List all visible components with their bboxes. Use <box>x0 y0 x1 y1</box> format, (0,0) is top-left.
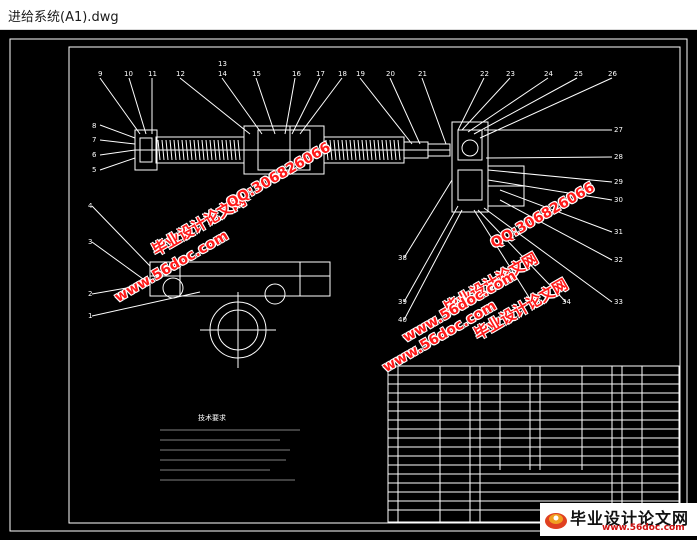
callout-2: 2 <box>88 290 92 298</box>
callout-30: 30 <box>614 196 623 204</box>
callout-7: 7 <box>92 136 96 144</box>
site-logo: 毕业设计论文网 www.56doc.com <box>540 503 697 536</box>
callout-22: 22 <box>480 70 489 78</box>
callout-16: 16 <box>292 70 301 78</box>
technical-requirements-lines <box>160 429 300 481</box>
callout-10: 10 <box>124 70 133 78</box>
ball-screw-assembly <box>134 125 451 175</box>
callout-9: 9 <box>98 70 102 78</box>
title-bar: 进给系统(A1).dwg <box>0 0 697 30</box>
callout-5: 5 <box>92 166 96 174</box>
callout-40: 40 <box>398 316 407 324</box>
callout-3: 3 <box>88 238 92 246</box>
callout-38: 38 <box>398 254 407 262</box>
callout-19: 19 <box>356 70 365 78</box>
leader-lines <box>91 77 613 321</box>
callout-13: 13 <box>218 60 227 68</box>
callout-32: 32 <box>614 256 623 264</box>
callout-24: 24 <box>544 70 553 78</box>
logo-mark-icon <box>545 513 567 529</box>
callout-29: 29 <box>614 178 623 186</box>
technical-requirements-title: 技术要求 <box>198 413 226 422</box>
callout-33: 33 <box>614 298 623 306</box>
callout-39: 39 <box>398 298 407 306</box>
callout-8: 8 <box>92 122 96 130</box>
cad-drawing-canvas[interactable]: 技术要求 8 7 6 5 9 10 11 12 13 14 15 16 17 1… <box>0 30 697 536</box>
callout-11: 11 <box>148 70 157 78</box>
callout-18: 18 <box>338 70 347 78</box>
callout-17: 17 <box>316 70 325 78</box>
callout-25: 25 <box>574 70 583 78</box>
callout-35: 35 <box>528 298 537 306</box>
callout-6: 6 <box>92 151 97 159</box>
motor-assembly <box>451 121 525 213</box>
callout-21: 21 <box>418 70 427 78</box>
callout-12: 12 <box>176 70 185 78</box>
callout-15: 15 <box>252 70 261 78</box>
window-title: 进给系统(A1).dwg <box>8 10 119 25</box>
callout-31: 31 <box>614 228 623 236</box>
cad-drawing: 技术要求 8 7 6 5 9 10 11 12 13 14 15 16 17 1… <box>9 38 688 532</box>
callout-20: 20 <box>386 70 395 78</box>
drawing-frame-outer <box>9 38 688 532</box>
callout-34: 34 <box>562 298 571 306</box>
logo-name: 毕业设计论文网 <box>570 509 690 528</box>
callout-26: 26 <box>608 70 617 78</box>
callout-27: 27 <box>614 126 623 134</box>
callout-4: 4 <box>88 202 93 210</box>
callout-labels: 8 7 6 5 9 10 11 12 13 14 15 16 17 18 19 … <box>88 60 623 324</box>
logo-url: www.56doc.com <box>602 523 685 533</box>
parts-list-table <box>387 365 680 523</box>
callout-23: 23 <box>506 70 515 78</box>
drawing-frame-inner <box>68 46 681 524</box>
callout-1: 1 <box>88 312 92 320</box>
section-view <box>149 261 331 368</box>
callout-28: 28 <box>614 153 623 161</box>
callout-14: 14 <box>218 70 227 78</box>
